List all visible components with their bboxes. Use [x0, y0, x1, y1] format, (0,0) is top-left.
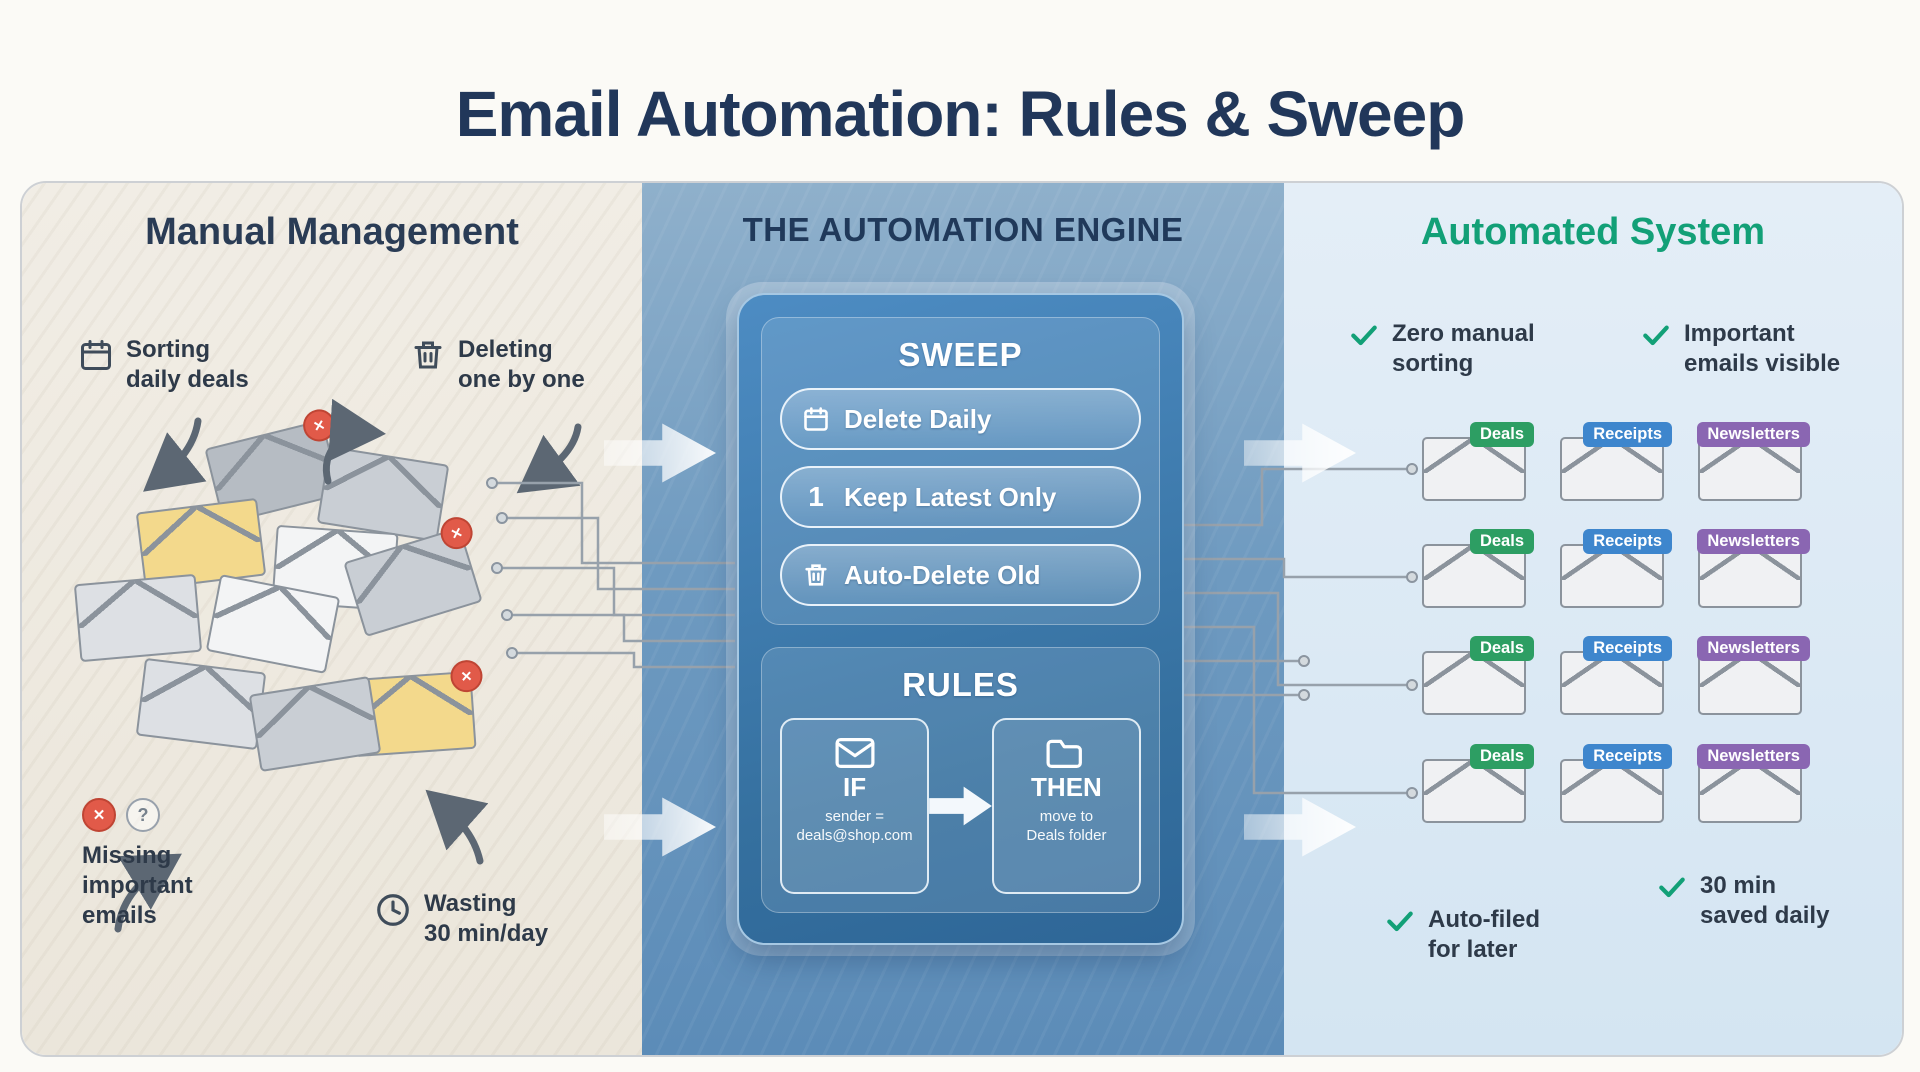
automated-system-panel: Automated System Zero manual sorting Imp… — [1284, 183, 1902, 1055]
rule-if-box: IF sender = deals@shop.com — [780, 718, 930, 894]
engine-card-body: SWEEP Delete Daily 1 Keep Latest Only — [737, 293, 1184, 945]
email-item: Deals — [1422, 529, 1534, 608]
benefit-time-saved: 30 min saved daily — [1656, 871, 1829, 931]
category-badge: Newsletters — [1697, 744, 1810, 769]
folder-icon — [994, 736, 1139, 770]
category-badge: Newsletters — [1697, 529, 1810, 554]
sweep-action-label: Keep Latest Only — [844, 481, 1057, 512]
sweep-action-auto-delete: Auto-Delete Old — [780, 544, 1141, 606]
error-badge-icon: ✕ — [436, 513, 477, 554]
rule-then-action: move to Deals folder — [1026, 808, 1107, 844]
email-item: Receipts — [1560, 529, 1672, 608]
category-badge: Receipts — [1583, 636, 1672, 661]
envelope-icon — [1422, 437, 1526, 501]
envelope-icon — [73, 573, 203, 663]
error-circle-icon: ✕ — [82, 798, 116, 832]
category-badge: Deals — [1469, 529, 1534, 554]
email-item: Receipts — [1560, 744, 1672, 823]
envelope-icon — [316, 445, 450, 543]
category-badge: Receipts — [1583, 422, 1672, 447]
sweep-action-delete-daily: Delete Daily — [780, 388, 1141, 450]
category-badge: Deals — [1469, 744, 1534, 769]
check-icon — [1348, 319, 1380, 351]
envelope-icon — [135, 657, 267, 751]
pain-sorting: Sorting daily deals — [78, 335, 249, 395]
engine-heading: THE AUTOMATION ENGINE — [742, 211, 1184, 248]
category-badge: Receipts — [1583, 744, 1672, 769]
right-panel-heading: Automated System — [1420, 211, 1766, 253]
category-badge: Receipts — [1583, 529, 1672, 554]
rule-then-label: THEN — [1031, 772, 1102, 802]
automation-engine-card: SWEEP Delete Daily 1 Keep Latest Only — [726, 282, 1195, 956]
check-icon — [1640, 319, 1672, 351]
sweep-section: SWEEP Delete Daily 1 Keep Latest Only — [761, 317, 1160, 625]
left-panel-heading: Manual Management — [145, 211, 519, 253]
page-title: Email Automation: Rules & Sweep — [455, 77, 1466, 150]
pain-wasting: Wasting 30 min/day — [374, 889, 548, 949]
arrow-right-icon — [929, 786, 992, 826]
rule-if-label: IF — [843, 772, 867, 802]
calendar-icon — [802, 405, 830, 433]
benefit-label: Zero manual sorting — [1392, 320, 1535, 377]
rule-then-box: THEN move to Deals folder — [991, 718, 1141, 894]
email-item: Newsletters — [1697, 744, 1810, 823]
manual-management-panel: Manual Management Sorting daily deals De… — [22, 183, 642, 1055]
pain-missing-label: Missing important emails — [82, 842, 193, 929]
benefit-label: Auto-filed for later — [1428, 906, 1540, 963]
envelope-icon — [1422, 651, 1526, 715]
rules-title: RULES — [902, 666, 1019, 703]
email-item: Deals — [1422, 636, 1534, 715]
email-item: Newsletters — [1697, 529, 1810, 608]
category-badge: Deals — [1469, 636, 1534, 661]
check-icon — [1656, 871, 1688, 903]
rule-if-condition: sender = deals@shop.com — [796, 808, 913, 844]
benefit-auto-filed: Auto-filed for later — [1384, 905, 1540, 965]
sweep-action-keep-latest: 1 Keep Latest Only — [780, 466, 1141, 528]
envelope-icon — [782, 736, 927, 770]
email-item: Newsletters — [1697, 636, 1810, 715]
benefit-label: 30 min saved daily — [1700, 872, 1830, 929]
email-item: Newsletters — [1697, 422, 1810, 501]
trash-icon — [802, 561, 830, 589]
error-badge-icon: ✕ — [299, 406, 339, 445]
envelope-icon — [248, 675, 382, 773]
category-badge: Deals — [1469, 422, 1534, 447]
rules-section: RULES IF sender = deals@shop.com — [761, 647, 1160, 913]
email-item: Receipts — [1560, 422, 1672, 501]
content-board: Manual Management Sorting daily deals De… — [20, 181, 1904, 1057]
envelope-icon — [1698, 437, 1802, 501]
clock-icon — [374, 891, 412, 929]
category-badge: Newsletters — [1697, 422, 1810, 447]
question-circle-icon: ? — [126, 798, 160, 832]
benefit-zero-sorting: Zero manual sorting — [1348, 319, 1535, 379]
pain-missing: Missing important emails — [82, 841, 193, 931]
pain-wasting-label: Wasting 30 min/day — [424, 890, 549, 947]
automation-engine-panel: THE AUTOMATION ENGINE SWEEP Delete Daily… — [642, 183, 1284, 1055]
pain-deleting: Deleting one by one — [410, 335, 585, 395]
sweep-title: SWEEP — [898, 336, 1023, 373]
pain-deleting-label: Deleting one by one — [458, 336, 585, 393]
email-item: Deals — [1422, 422, 1534, 501]
sweep-action-label: Auto-Delete Old — [844, 559, 1041, 590]
check-icon — [1384, 905, 1416, 937]
trash-icon — [410, 337, 446, 373]
category-badge: Newsletters — [1697, 636, 1810, 661]
email-item: Deals — [1422, 744, 1534, 823]
number-one-icon: 1 — [808, 481, 824, 512]
error-badge-icon: ✕ — [449, 659, 484, 694]
missing-icons: ✕ ? — [82, 798, 160, 832]
sweep-action-label: Delete Daily — [844, 403, 992, 434]
calendar-icon — [78, 337, 114, 373]
envelope-icon — [1560, 437, 1664, 501]
pain-sorting-label: Sorting daily deals — [126, 336, 249, 393]
email-item: Receipts — [1560, 636, 1672, 715]
benefit-label: Important emails visible — [1684, 320, 1841, 377]
benefit-important-visible: Important emails visible — [1640, 319, 1840, 379]
